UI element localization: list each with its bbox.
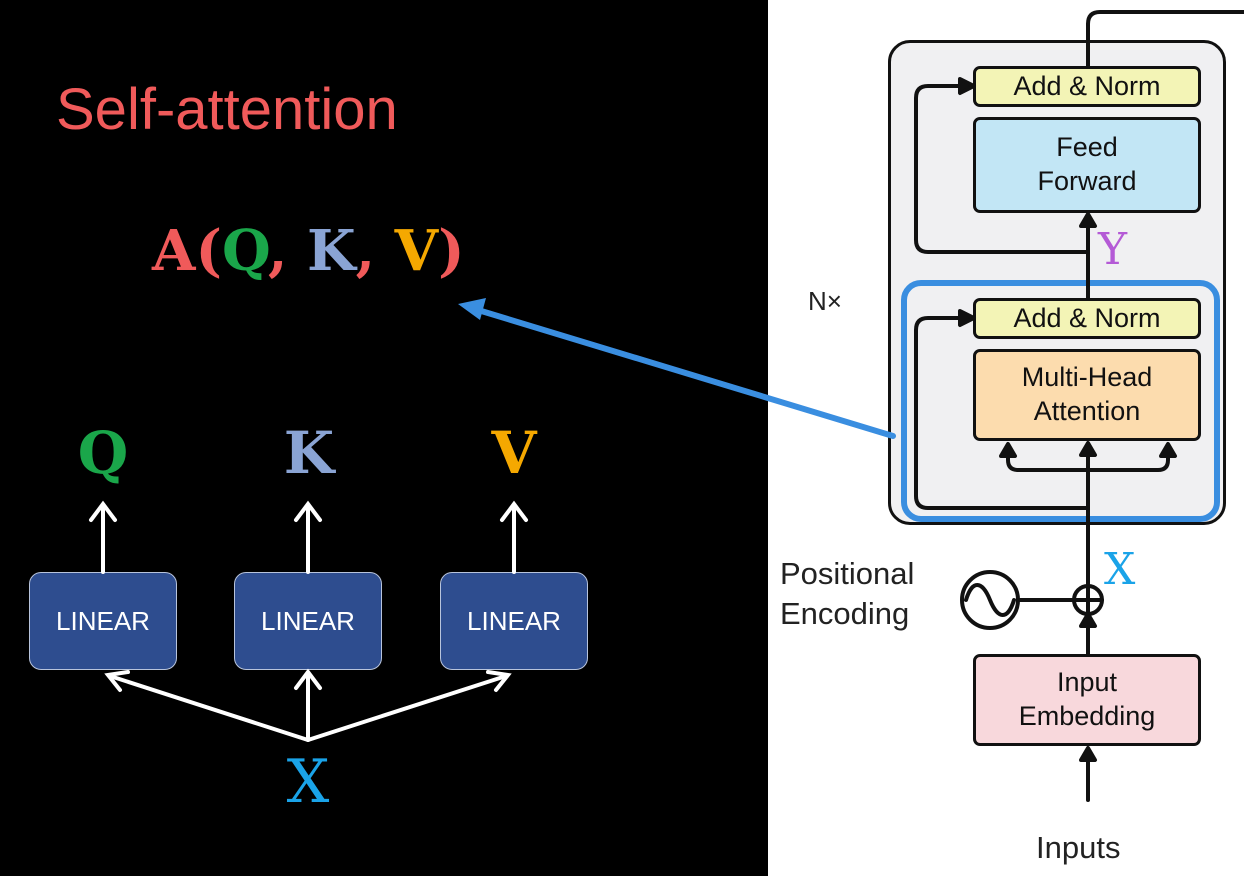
nx-label: N× (808, 286, 842, 316)
transformer-panel: N× Add & Norm Feed Forward Add & Norm Mu… (768, 0, 1244, 876)
multi-head-attention-label: Multi-Head Attention (1021, 362, 1153, 426)
value-label: V (491, 419, 537, 487)
formula-comma-1: , (267, 218, 307, 284)
formula-comma-2: , (355, 218, 395, 284)
key-label: K (283, 419, 335, 487)
x-label: X (1104, 544, 1136, 595)
feed-forward-box: Feed Forward (973, 117, 1201, 213)
slide-title: Self-attention (56, 77, 398, 142)
arrow-x-to-v (306, 674, 508, 742)
multi-head-attention-box: Multi-Head Attention (973, 349, 1201, 441)
formula-v: V (394, 218, 439, 284)
positional-encoding-label: Positional Encoding (780, 556, 915, 632)
transformer-connections (914, 10, 1244, 802)
self-attention-highlight (901, 280, 1220, 522)
formula-fn: A( (152, 218, 222, 284)
input-x-label: X (286, 747, 330, 817)
attention-formula: A(Q, K, V) (152, 218, 465, 284)
linear-box-q: LINEAR (29, 572, 177, 670)
formula-close: ) (438, 218, 465, 284)
pointer-arrowhead (458, 298, 486, 320)
input-embedding-label: Input Embedding (1018, 667, 1156, 731)
arrow-x-to-q (108, 674, 310, 742)
linear-box-v: LINEAR (440, 572, 588, 670)
formula-q: Q (221, 218, 268, 284)
inputs-label: Inputs (1036, 830, 1121, 865)
pointer-arrow (475, 307, 896, 439)
formula-k: K (306, 218, 356, 284)
feed-forward-label: Feed Forward (1037, 132, 1137, 196)
y-label: Y (1098, 224, 1128, 275)
linear-box-k: LINEAR (234, 572, 382, 670)
left-arrows (89, 500, 528, 742)
query-label: Q (77, 419, 129, 487)
left-panel: Self-attention A(Q, K, V) Q K V LINEAR L… (29, 77, 588, 817)
